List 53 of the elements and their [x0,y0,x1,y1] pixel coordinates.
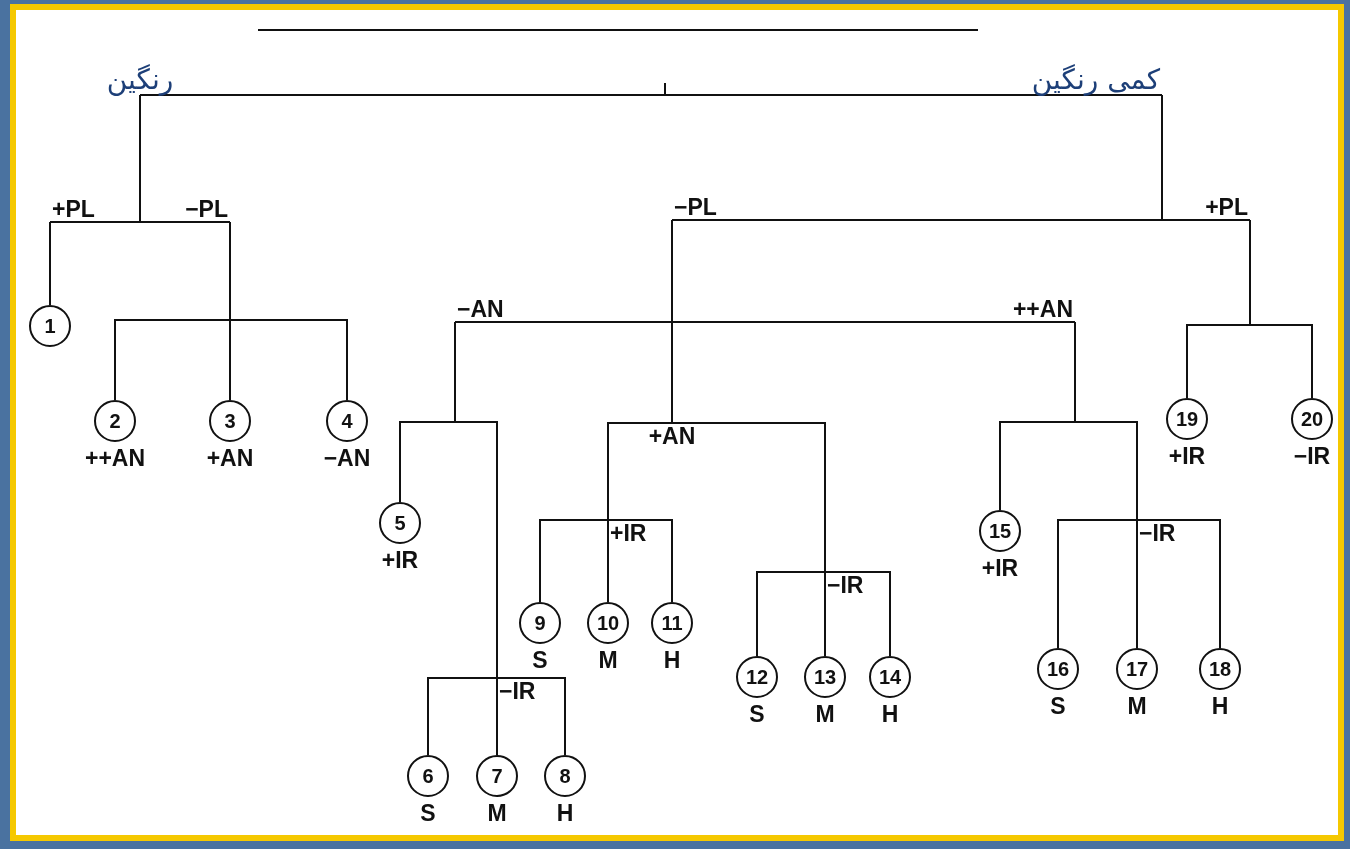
branch-label: H [881,703,899,726]
branch-label: H [663,649,681,672]
branch-label: −IR [1139,522,1176,545]
connector-line [49,221,51,306]
branch-label: S [420,802,436,825]
connector-line [824,571,891,657]
connector-line [1249,219,1313,399]
branch-label: −PL [185,198,228,221]
connector-line [1057,519,1138,649]
branch-label: −PL [674,196,717,219]
branch-label: −AN [457,298,504,321]
branch-label: −AN [323,447,371,470]
branch-label: −IR [1293,445,1331,468]
branch-label: S [749,703,765,726]
branch-label: +AN [206,447,254,470]
connector-line [539,519,609,603]
connector-line [1074,321,1138,521]
branch-label: +PL [1205,196,1248,219]
connector-line [1136,519,1138,649]
connector-line [496,677,498,756]
connector-line [607,519,609,603]
branch-label: +AN [648,425,696,448]
branch-label: M [598,649,618,672]
branch-label: −IR [827,574,864,597]
branch-label: +IR [381,549,419,572]
connector-line [671,422,826,573]
branch-label: +IR [981,557,1019,580]
branch-label: H [1211,695,1229,718]
branch-label: S [1050,695,1066,718]
connector-line [1136,519,1221,649]
connector-line [756,571,826,657]
connector-line [427,677,498,756]
branch-label: +PL [52,198,95,221]
connector-line [607,422,673,521]
branch-label: M [1127,695,1147,718]
branch-label: +IR [610,522,647,545]
connector-line [607,519,673,603]
category-label: کمی رنگین [1031,66,1160,94]
branch-label: M [487,802,507,825]
connector-line [824,571,826,657]
branch-label: +IR [1168,445,1206,468]
branch-label: ++AN [1012,298,1073,321]
branch-label: −IR [499,680,536,703]
branch-label: S [532,649,548,672]
connector-line [496,677,566,756]
branch-label: ++AN [84,447,146,470]
branch-label: H [556,802,574,825]
category-label: رنگین [106,66,174,94]
connector-line [229,221,348,401]
connector-line [671,219,673,424]
branch-label: M [815,703,835,726]
connector-line [1161,94,1251,221]
connector-line [139,82,1163,96]
